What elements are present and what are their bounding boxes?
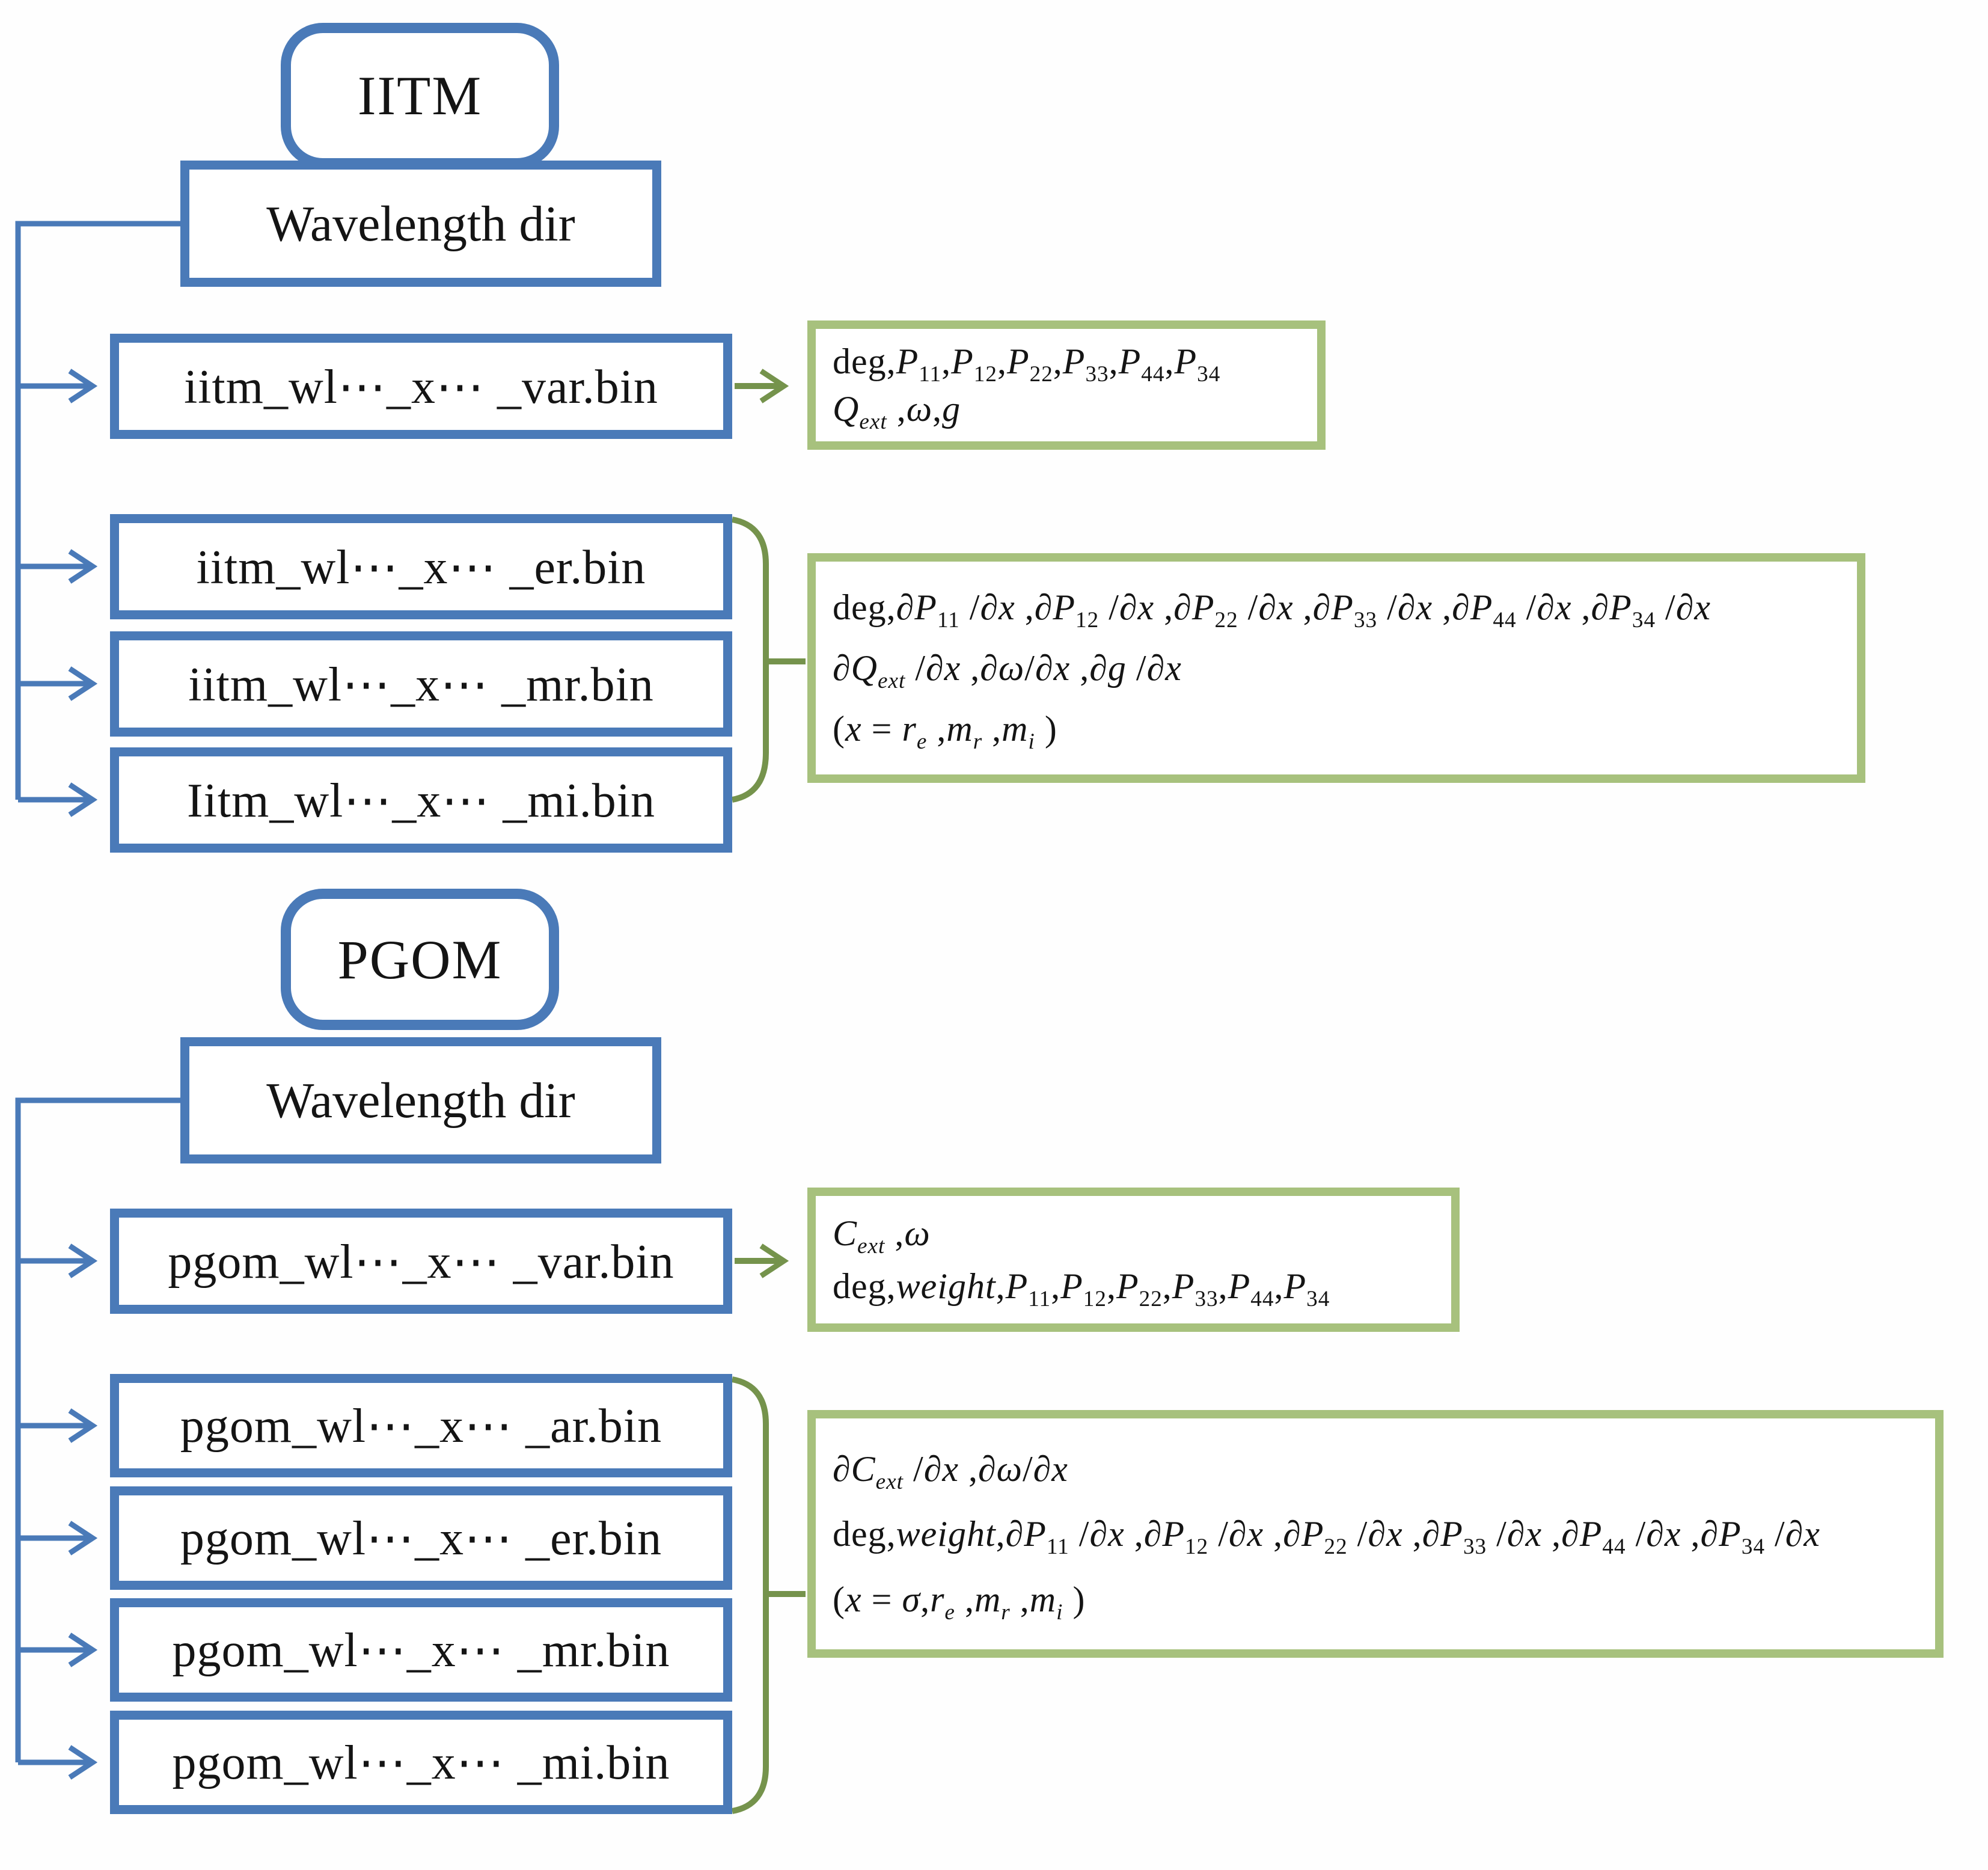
formula-line: Qext ,ω,g bbox=[833, 389, 961, 434]
iitm-er-file-label: iitm_wl⋯_x⋯ _er.bin bbox=[196, 541, 646, 594]
formula-line: ∂Qext /∂x ,∂ω/∂x ,∂g /∂x bbox=[833, 648, 1182, 693]
iitm-root-box: IITM bbox=[281, 23, 559, 168]
pgom-mi-file-box: pgom_wl⋯_x⋯ _mi.bin bbox=[110, 1711, 732, 1814]
iitm-wavelength-dir-label: Wavelength dir bbox=[266, 195, 575, 252]
iitm-deriv-output-box: deg,∂P11 /∂x ,∂P12 /∂x ,∂P22 /∂x ,∂P33 /… bbox=[807, 553, 1865, 783]
formula-line: ∂Cext /∂x ,∂ω/∂x bbox=[833, 1448, 1068, 1494]
iitm-var-file-box: iitm_wl⋯_x⋯ _var.bin bbox=[110, 334, 732, 439]
pgom-root-box: PGOM bbox=[281, 889, 559, 1030]
iitm-group-bracket bbox=[731, 517, 806, 803]
pgom-wavelength-dir-box: Wavelength dir bbox=[180, 1037, 661, 1163]
formula-line: (x = σ,re ,mr ,mi ) bbox=[833, 1579, 1086, 1625]
pgom-mi-file-label: pgom_wl⋯_x⋯ _mi.bin bbox=[172, 1737, 670, 1789]
iitm-var-output-box: deg,P11,P12,P22,P33,P44,P34 Qext ,ω,g bbox=[807, 320, 1326, 450]
formula-line: deg,∂P11 /∂x ,∂P12 /∂x ,∂P22 /∂x ,∂P33 /… bbox=[833, 587, 1711, 633]
pgom-er-file-label: pgom_wl⋯_x⋯ _er.bin bbox=[180, 1512, 662, 1565]
iitm-var-file-label: iitm_wl⋯_x⋯ _var.bin bbox=[184, 360, 658, 414]
pgom-group-bracket bbox=[731, 1376, 806, 1814]
formula-line: Cext ,ω bbox=[833, 1213, 931, 1259]
pgom-er-file-box: pgom_wl⋯_x⋯ _er.bin bbox=[110, 1486, 732, 1590]
iitm-er-file-box: iitm_wl⋯_x⋯ _er.bin bbox=[110, 514, 732, 619]
pgom-wavelength-dir-label: Wavelength dir bbox=[266, 1072, 575, 1129]
iitm-mi-file-box: Iitm_wl⋯_x⋯ _mi.bin bbox=[110, 747, 732, 853]
iitm-wavelength-dir-box: Wavelength dir bbox=[180, 161, 661, 287]
pgom-var-output-box: Cext ,ω deg,weight,P11,P12,P22,P33,P44,P… bbox=[807, 1188, 1460, 1332]
iitm-mr-file-box: iitm_wl⋯_x⋯ _mr.bin bbox=[110, 631, 732, 737]
pgom-deriv-output-box: ∂Cext /∂x ,∂ω/∂x deg,weight,∂P11 /∂x ,∂P… bbox=[807, 1410, 1944, 1658]
pgom-var-file-label: pgom_wl⋯_x⋯ _var.bin bbox=[168, 1235, 674, 1289]
iitm-root-label: IITM bbox=[357, 65, 483, 126]
formula-line: deg,weight,∂P11 /∂x ,∂P12 /∂x ,∂P22 /∂x … bbox=[833, 1514, 1820, 1559]
pgom-mr-file-label: pgom_wl⋯_x⋯ _mr.bin bbox=[172, 1624, 670, 1677]
formula-line: deg,weight,P11,P12,P22,P33,P44,P34 bbox=[833, 1266, 1330, 1311]
formula-line: deg,P11,P12,P22,P33,P44,P34 bbox=[833, 342, 1221, 387]
pgom-var-file-box: pgom_wl⋯_x⋯ _var.bin bbox=[110, 1209, 732, 1314]
iitm-mi-file-label: Iitm_wl⋯_x⋯ _mi.bin bbox=[187, 774, 655, 827]
pgom-ar-file-label: pgom_wl⋯_x⋯ _ar.bin bbox=[180, 1400, 662, 1453]
iitm-mr-file-label: iitm_wl⋯_x⋯ _mr.bin bbox=[188, 658, 654, 711]
pgom-root-label: PGOM bbox=[337, 928, 503, 990]
formula-line: (x = re ,mr ,mi ) bbox=[833, 709, 1057, 754]
pgom-ar-file-box: pgom_wl⋯_x⋯ _ar.bin bbox=[110, 1374, 732, 1477]
pgom-mr-file-box: pgom_wl⋯_x⋯ _mr.bin bbox=[110, 1598, 732, 1702]
